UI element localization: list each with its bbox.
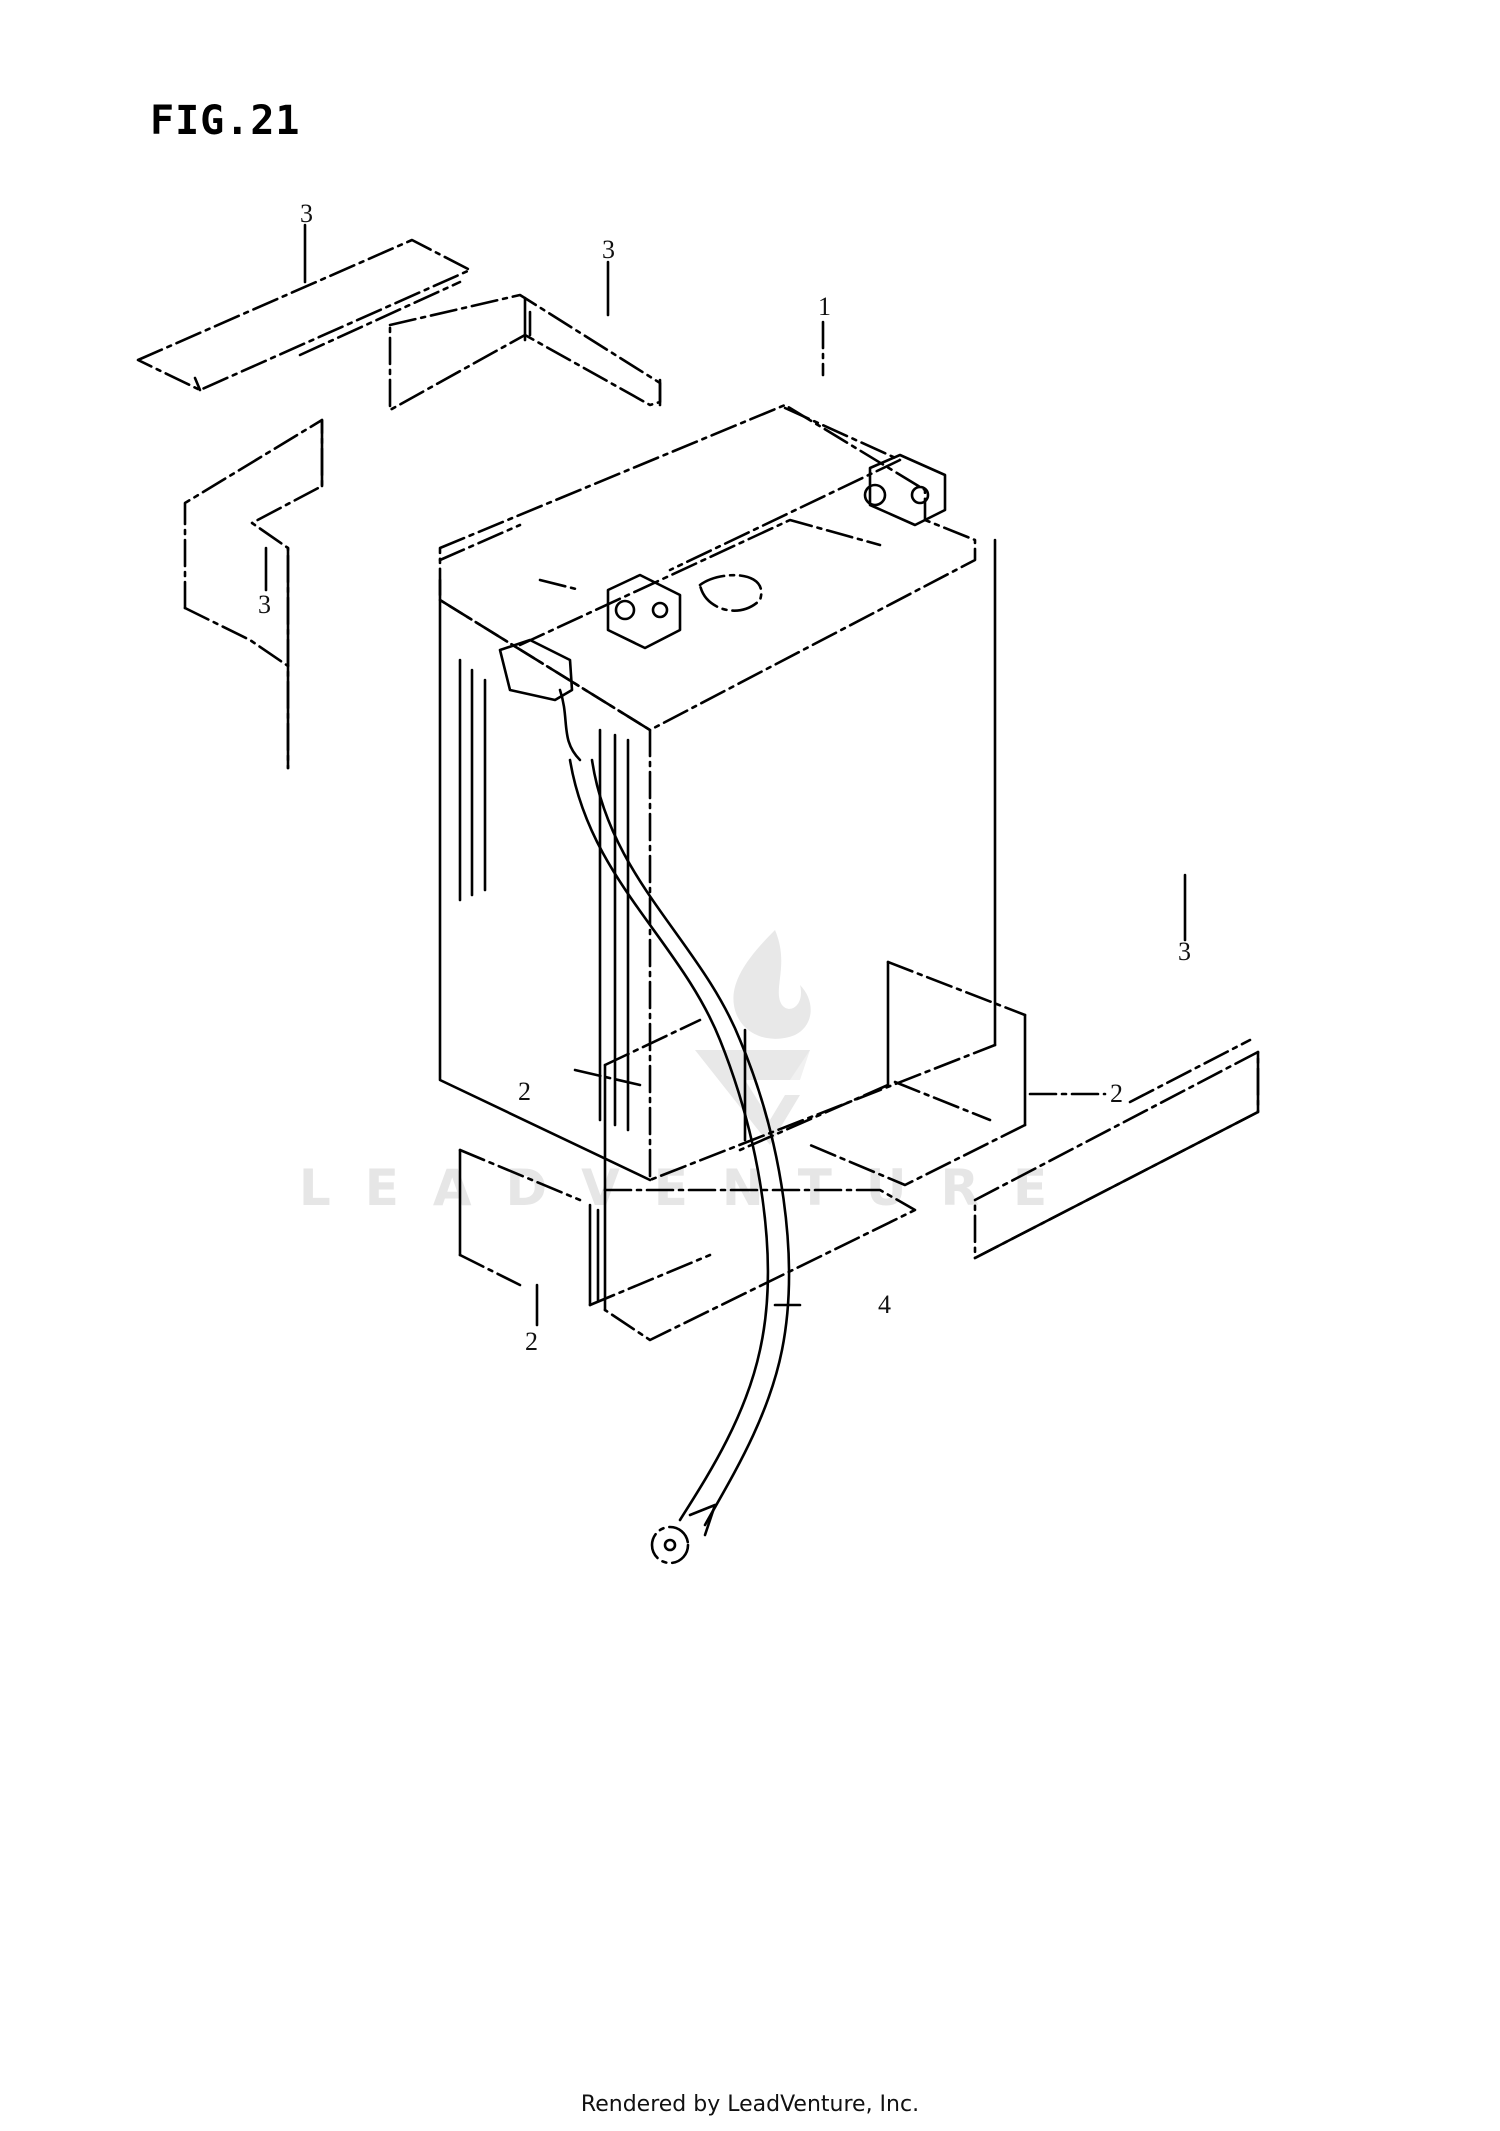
- callout-1-battery[interactable]: 1: [818, 292, 831, 321]
- holder-plate-right[interactable]: [738, 960, 1027, 1187]
- pad-left[interactable]: [183, 418, 324, 770]
- callout-2-center[interactable]: 2: [518, 1077, 531, 1106]
- footer-credit: Rendered by LeadVenture, Inc.: [580, 2092, 920, 2117]
- pad-top-middle[interactable]: [388, 293, 662, 412]
- figure-title: FIG.21: [150, 98, 301, 144]
- pad-right[interactable]: [973, 1038, 1260, 1260]
- lead-cable[interactable]: [498, 638, 791, 1565]
- callout-3-right[interactable]: 3: [1178, 937, 1191, 966]
- callout-3-left[interactable]: 3: [258, 590, 271, 619]
- holder-plate-bottom-left[interactable]: [458, 1148, 712, 1307]
- pad-top-left[interactable]: [136, 238, 472, 392]
- callout-3-top-left[interactable]: 3: [300, 199, 313, 228]
- battery[interactable]: [438, 403, 997, 1182]
- callout-2-right[interactable]: 2: [1110, 1079, 1123, 1108]
- leader-lines: [264, 223, 1187, 1327]
- callout-4-cable[interactable]: 4: [878, 1290, 891, 1319]
- callout-3-top-middle[interactable]: 3: [602, 235, 615, 264]
- callout-2-bottom-left[interactable]: 2: [525, 1327, 538, 1356]
- holder-plate-center[interactable]: [603, 1018, 917, 1342]
